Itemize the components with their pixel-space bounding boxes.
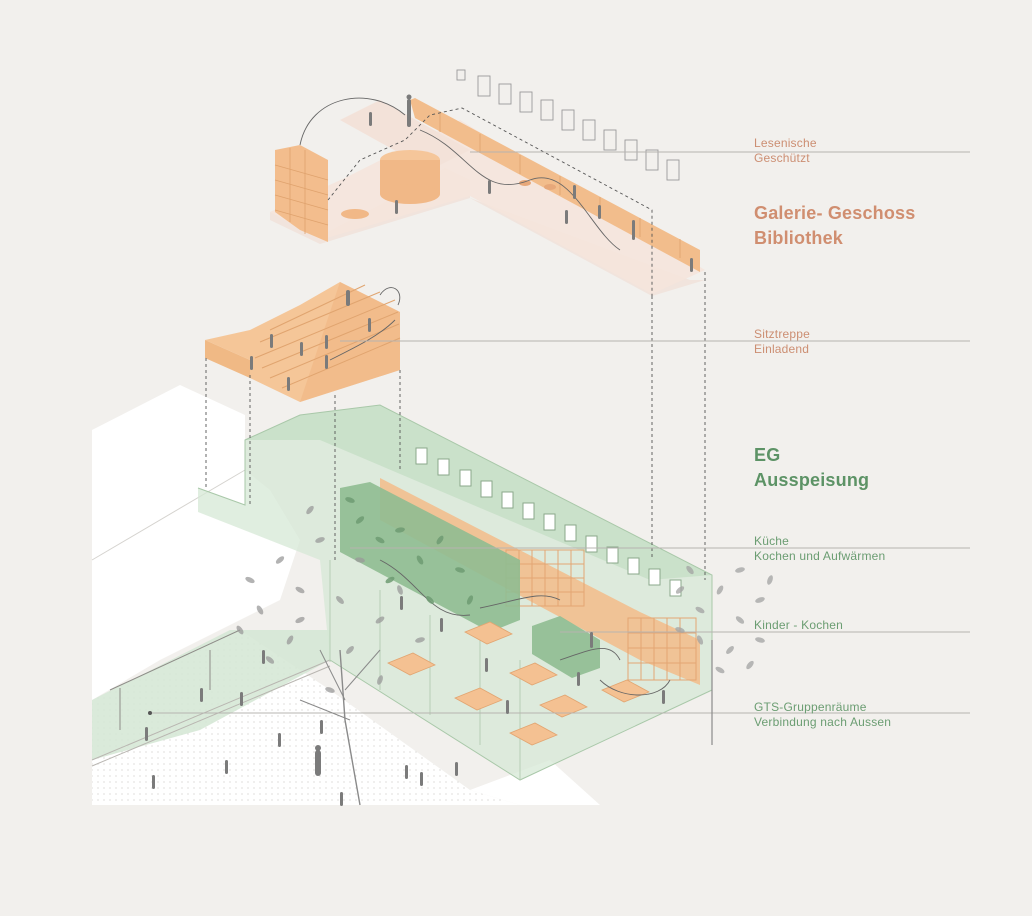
label-sitztreppe-line1: Sitztreppe <box>754 327 811 341</box>
label-galerie-line2: Bibliothek <box>754 228 844 248</box>
section-dashed-lines <box>205 107 706 580</box>
label-gts-gruppenraeume: GTS-Gruppenräume Verbindung nach Aussen <box>754 700 891 730</box>
label-gts-line1: GTS-Gruppenräume <box>754 700 867 714</box>
label-sitztreppe: Sitztreppe Einladend <box>754 327 810 357</box>
label-galerie-geschoss: Galerie- Geschoss Bibliothek <box>754 201 915 251</box>
label-eg-ausspeisung: EG Ausspeisung <box>754 443 869 493</box>
label-sitztreppe-line2: Einladend <box>754 342 810 356</box>
label-lesenische-line2: Geschützt <box>754 151 810 165</box>
gallery-floor <box>270 98 705 296</box>
label-kinder-line1: Kinder - Kochen <box>754 618 844 632</box>
leader-lines <box>150 151 970 714</box>
seating-stair <box>205 282 401 402</box>
people-figures <box>145 94 693 806</box>
label-kueche: Küche Kochen und Aufwärmen <box>754 534 885 564</box>
label-galerie-line1: Galerie- Geschoss <box>754 203 916 223</box>
label-gts-line2: Verbindung nach Aussen <box>754 715 892 729</box>
ground-floor-volume <box>197 404 713 781</box>
label-eg-line2: Ausspeisung <box>754 470 870 490</box>
label-lesenische-line1: Lesenische <box>754 136 817 150</box>
label-kueche-line1: Küche <box>754 534 790 548</box>
circulation-arcs <box>299 97 671 696</box>
label-kueche-line2: Kochen und Aufwärmen <box>754 549 886 563</box>
facade-windows <box>456 69 680 181</box>
dining-tables <box>387 621 650 746</box>
label-eg-line1: EG <box>754 445 781 465</box>
label-kinder-kochen: Kinder - Kochen <box>754 618 843 633</box>
tree-right <box>675 565 773 745</box>
label-lesenische: Lesenische Geschützt <box>754 136 817 166</box>
tree-left <box>236 497 474 806</box>
